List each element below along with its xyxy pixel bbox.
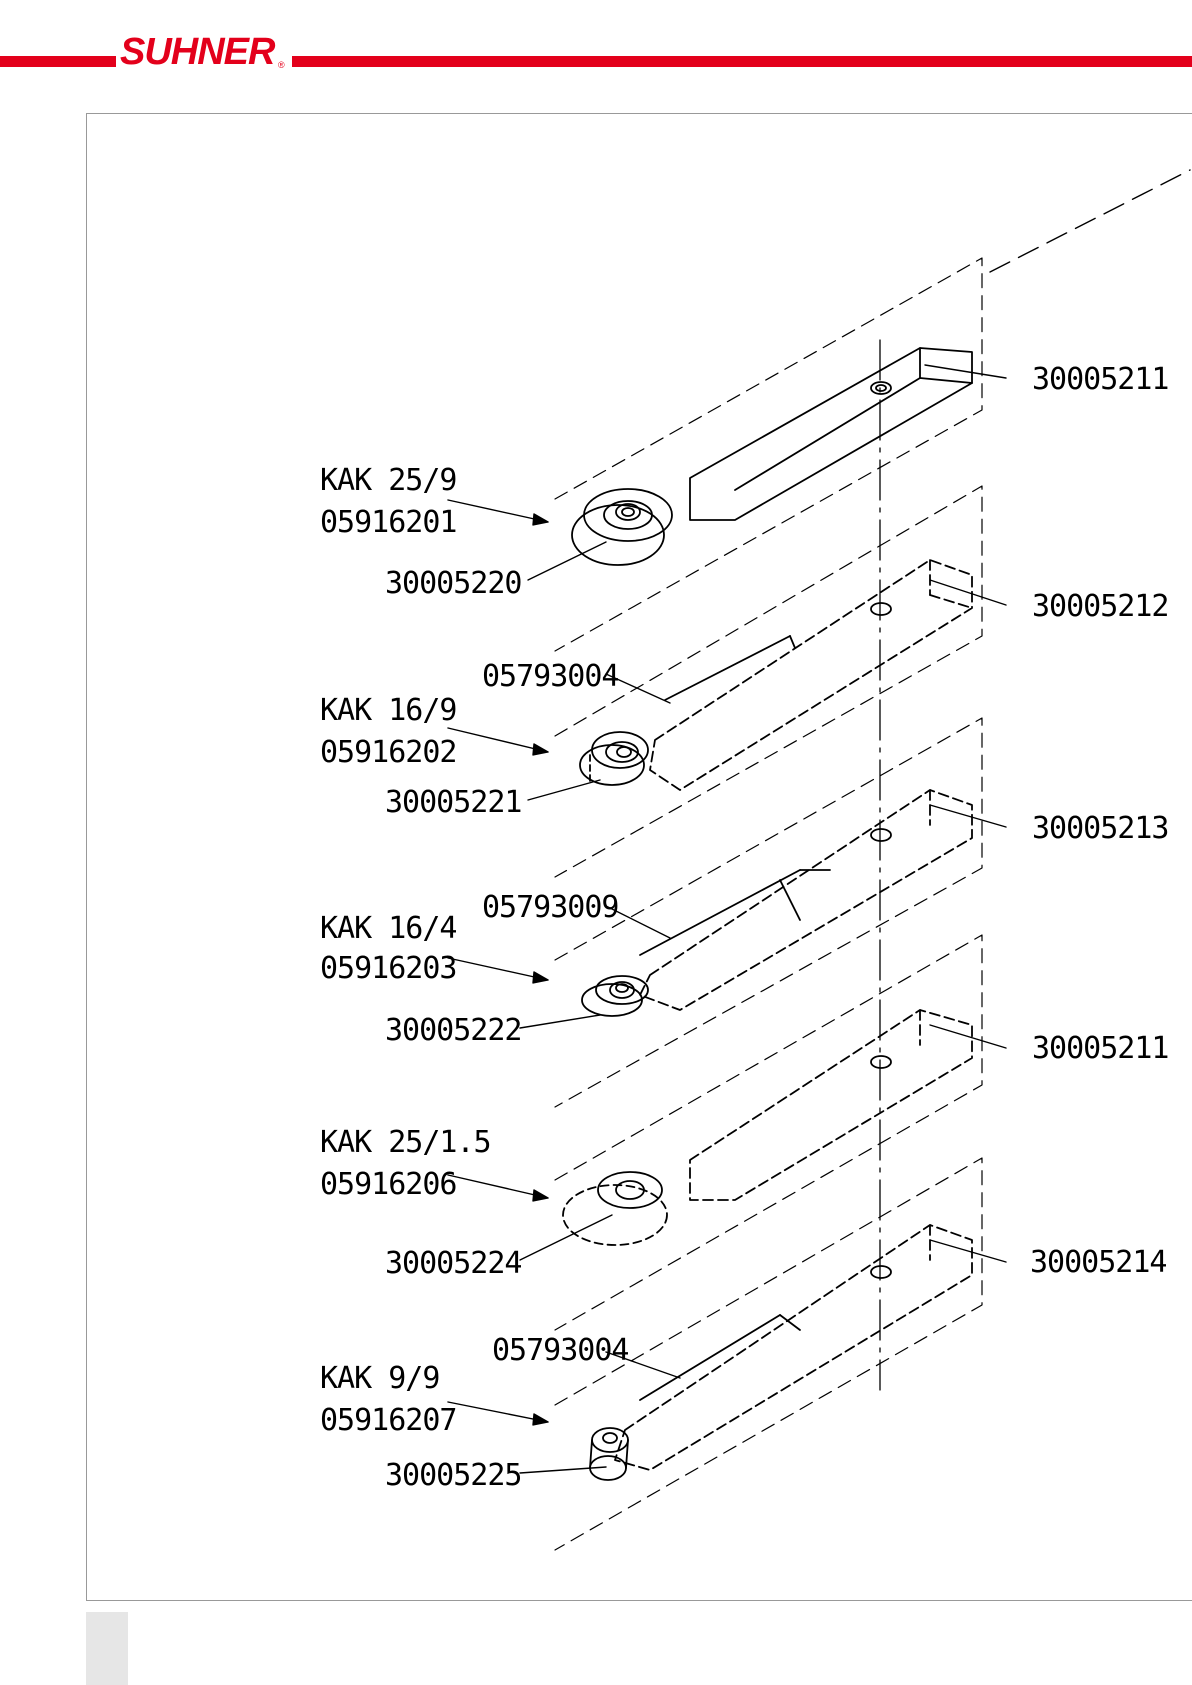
assembly-5-model: KAK 9/9 <box>320 1361 439 1396</box>
assembly-3-order-no: 05916203 <box>320 951 457 986</box>
assembly-3-roller-part: 30005222 <box>385 1013 522 1048</box>
assembly-2-model: KAK 16/9 <box>320 693 457 728</box>
assembly-4-order-no: 05916206 <box>320 1167 457 1202</box>
assembly-1-order-no: 05916201 <box>320 505 457 540</box>
assembly-5-order-no: 05916207 <box>320 1403 457 1438</box>
assembly-2-outline <box>555 486 982 877</box>
assembly-1-arm <box>690 348 972 520</box>
assembly-2-roller <box>580 732 648 785</box>
assembly-5-arm-edge <box>640 1266 891 1400</box>
assembly-2-arm <box>650 560 972 790</box>
assembly-4-labels: KAK 25/1.5 05916206 30005224 30005211 <box>320 1031 1169 1281</box>
axis-line-top <box>990 170 1190 272</box>
assembly-1-roller <box>572 489 672 565</box>
assembly-4-arm-edge <box>871 1056 891 1068</box>
assembly-5-arm <box>615 1225 972 1470</box>
assembly-1-labels: KAK 25/9 05916201 30005220 30005211 <box>320 362 1169 601</box>
assembly-4-arm-part: 30005211 <box>1032 1031 1169 1066</box>
assembly-3-arm <box>640 790 972 1010</box>
assembly-3-arm-part: 30005213 <box>1032 811 1169 846</box>
assembly-3-arm-edge <box>640 829 891 955</box>
assembly-5-labels: 05793004 KAK 9/9 05916207 30005225 30005… <box>320 1245 1167 1493</box>
footer-page-tab <box>86 1612 128 1685</box>
assembly-1-model: KAK 25/9 <box>320 463 457 498</box>
assembly-4-roller-part: 30005224 <box>385 1246 522 1281</box>
assembly-1-outline <box>555 258 982 651</box>
assembly-4-model: KAK 25/1.5 <box>320 1125 491 1160</box>
assembly-2-labels: 05793004 KAK 16/9 05916202 30005221 3000… <box>320 589 1169 820</box>
assembly-5-arm-part: 30005214 <box>1030 1245 1167 1280</box>
assembly-5-pin-part: 05793004 <box>492 1333 629 1368</box>
assembly-2-order-no: 05916202 <box>320 735 457 770</box>
assembly-4-outline <box>555 935 982 1330</box>
assembly-4-roller <box>563 1172 667 1245</box>
assembly-5-roller-part: 30005225 <box>385 1458 522 1493</box>
assembly-2-pin-part: 05793004 <box>482 659 619 694</box>
assembly-3-roller <box>582 976 648 1016</box>
assembly-2-arm-part: 30005212 <box>1032 589 1169 624</box>
assembly-3-labels: 05793009 KAK 16/4 05916203 30005222 3000… <box>320 811 1169 1048</box>
assembly-1-arm-part: 30005211 <box>1032 362 1169 397</box>
assembly-3-model: KAK 16/4 <box>320 911 457 946</box>
assembly-2-roller-part: 30005221 <box>385 785 522 820</box>
assembly-1-roller-part: 30005220 <box>385 566 522 601</box>
assembly-3-pin-part: 05793009 <box>482 890 619 925</box>
